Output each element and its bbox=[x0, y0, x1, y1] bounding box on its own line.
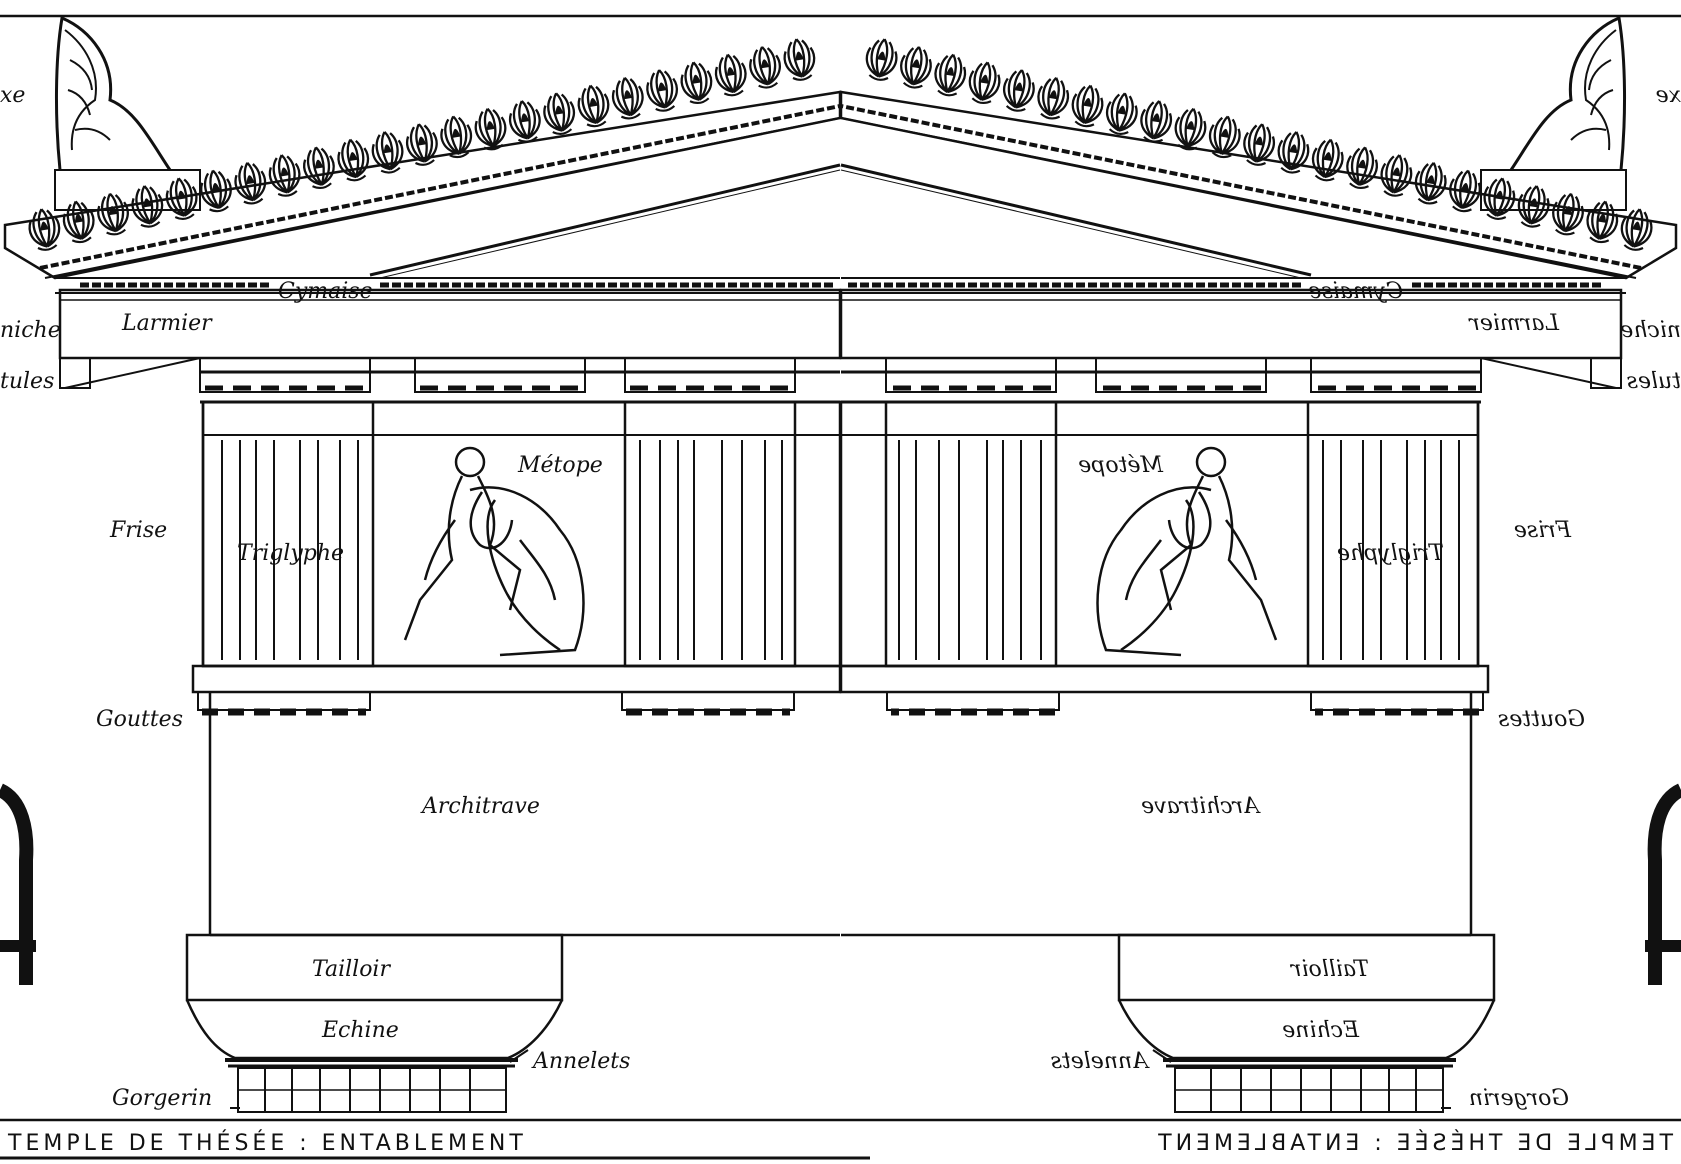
palmette-ornament bbox=[896, 43, 935, 91]
palmette-ornament bbox=[712, 51, 750, 99]
label-larmier: Larmier bbox=[121, 311, 213, 336]
label-annelets-mirrored: Annelets bbox=[1051, 1049, 1150, 1074]
label-frise-mirrored: Frise bbox=[1514, 518, 1572, 543]
label-triglyphe: Triglyphe bbox=[237, 541, 344, 566]
label-gorgerin: Gorgerin bbox=[112, 1086, 212, 1111]
label-tailloir-mirrored: Tailloir bbox=[1290, 957, 1369, 982]
label-gouttes: Gouttes bbox=[96, 707, 183, 732]
label-triglyphe-mirrored: Triglyphe bbox=[1337, 541, 1444, 566]
label-corniche-mirrored: niche bbox=[1620, 318, 1681, 343]
palmette-row-left bbox=[25, 35, 819, 254]
palmette-ornament bbox=[1617, 205, 1656, 254]
palmette-ornament bbox=[609, 74, 647, 122]
palmette-ornament bbox=[1445, 167, 1484, 215]
label-acrotere-mirrored: xe bbox=[1656, 83, 1681, 108]
label-tailloir: Tailloir bbox=[312, 957, 391, 982]
label-echine: Echine bbox=[321, 1018, 399, 1043]
palmette-ornament bbox=[60, 198, 98, 246]
palmette-ornament bbox=[265, 151, 304, 199]
palmette-ornament bbox=[437, 113, 476, 161]
entablement-left-half bbox=[0, 18, 840, 1112]
label-mutules: tules bbox=[0, 369, 54, 394]
palmette-ornament bbox=[334, 136, 373, 184]
label-acrotere: xe bbox=[0, 83, 25, 108]
palmette-ornament bbox=[506, 97, 544, 145]
palmette-ornament bbox=[197, 167, 236, 215]
label-gorgerin-mirrored: Gorgerin bbox=[1469, 1086, 1569, 1111]
palmette-ornament bbox=[540, 89, 579, 138]
label-mutules-mirrored: tules bbox=[1627, 369, 1681, 394]
palmette-ornament bbox=[1274, 128, 1313, 176]
label-corniche: niche bbox=[0, 318, 61, 343]
palmette-ornament bbox=[1205, 113, 1244, 161]
palmette-ornament bbox=[1034, 74, 1072, 122]
palmette-ornament bbox=[128, 182, 167, 230]
label-metope-mirrored: Métope bbox=[1078, 453, 1164, 478]
label-annelets: Annelets bbox=[531, 1049, 630, 1074]
label-echine-mirrored: Echine bbox=[1282, 1018, 1360, 1043]
label-larmier-mirrored: Larmier bbox=[1468, 311, 1560, 336]
palmette-ornament bbox=[931, 51, 969, 99]
palmette-ornament bbox=[1583, 198, 1621, 246]
palmette-ornament bbox=[94, 190, 133, 238]
palmette-ornament bbox=[1342, 143, 1381, 192]
palmette-ornament bbox=[368, 128, 407, 176]
label-architrave-mirrored: Architrave bbox=[1141, 794, 1261, 819]
palmette-ornament bbox=[300, 143, 339, 192]
palmette-ornament bbox=[1102, 89, 1141, 138]
palmette-ornament bbox=[1548, 190, 1587, 238]
label-gouttes-mirrored: Gouttes bbox=[1498, 707, 1585, 732]
caption-title: TEMPLE DE THÉSÉE : ENTABLEMENT bbox=[7, 1130, 527, 1156]
palmette-ornament bbox=[677, 58, 716, 107]
palmette-ornament bbox=[1137, 97, 1175, 145]
palmette-ornament bbox=[746, 43, 785, 91]
palmette-ornament bbox=[574, 82, 613, 130]
palmette-ornament bbox=[1308, 136, 1347, 184]
label-architrave: Architrave bbox=[420, 794, 540, 819]
palmette-ornament bbox=[1068, 82, 1107, 130]
palmette-ornament bbox=[862, 35, 901, 84]
palmette-ornament bbox=[25, 205, 64, 254]
palmette-ornament bbox=[1514, 182, 1553, 230]
palmette-row-right bbox=[862, 35, 1656, 254]
palmette-ornament bbox=[643, 66, 682, 114]
label-metope: Métope bbox=[517, 453, 603, 478]
palmette-ornament bbox=[1377, 151, 1416, 199]
entablement-right-half bbox=[841, 18, 1681, 1112]
caption-title-mirrored: TEMPLE DE THÉSÉE : ENTABLEMENT bbox=[1154, 1130, 1674, 1156]
label-cymaise: Cymaise bbox=[278, 279, 373, 304]
label-cymaise-mirrored: Cymaise bbox=[1308, 279, 1403, 304]
palmette-ornament bbox=[999, 66, 1038, 114]
label-frise: Frise bbox=[109, 518, 167, 543]
palmette-ornament bbox=[965, 58, 1004, 107]
palmette-ornament bbox=[780, 35, 819, 84]
